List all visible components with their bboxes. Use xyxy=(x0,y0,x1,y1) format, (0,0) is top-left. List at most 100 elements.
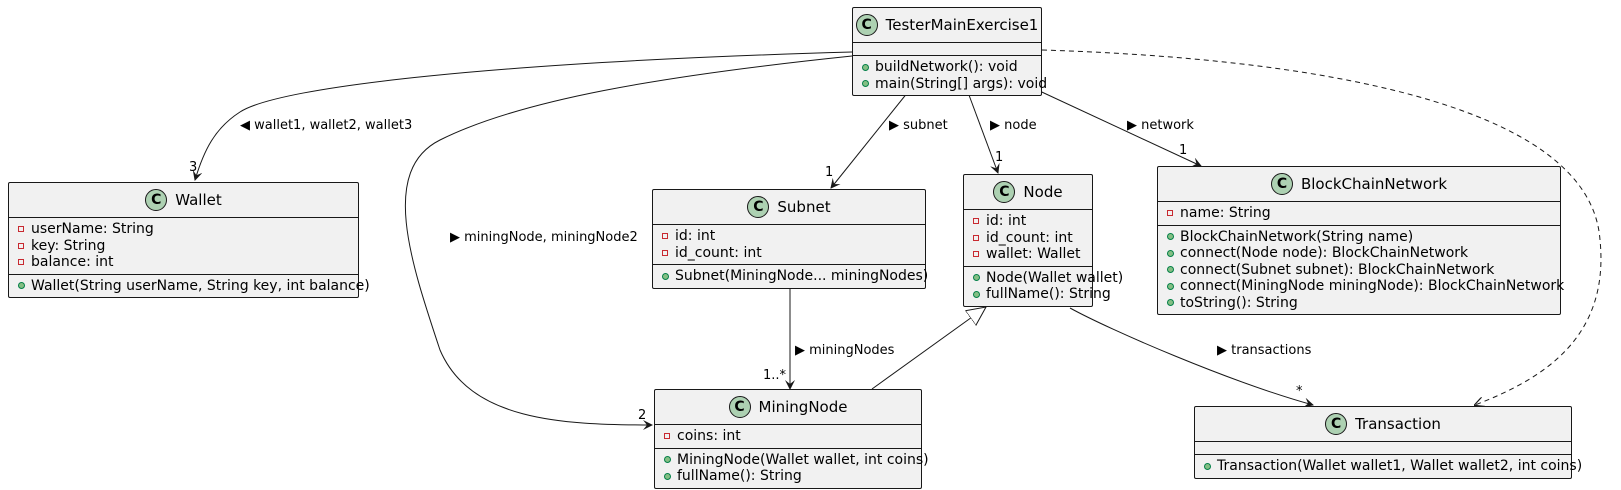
method-row: fullName(): String xyxy=(964,286,1111,303)
class-icon: C xyxy=(747,196,770,218)
public-visibility-icon xyxy=(1164,283,1176,290)
class-wallet[interactable]: C Wallet userName: String key: String bal… xyxy=(8,182,370,298)
private-visibility-icon xyxy=(970,251,982,257)
method-text: connect(Node node): BlockChainNetwork xyxy=(1180,245,1469,261)
attributes-section: id: int id_count: int xyxy=(653,224,925,264)
attributes-section: id: int id_count: int wallet: Wallet xyxy=(964,209,1092,266)
attribute-row: balance: int xyxy=(9,254,358,271)
method-row: toString(): String xyxy=(1158,295,1560,312)
class-icon: C xyxy=(855,14,878,36)
attribute-text: key: String xyxy=(31,237,106,254)
public-visibility-icon xyxy=(659,273,671,280)
private-visibility-icon xyxy=(970,218,982,224)
attributes-section xyxy=(1195,441,1571,454)
methods-section: Transaction(Wallet wallet1, Wallet walle… xyxy=(1195,454,1582,478)
method-row: Transaction(Wallet wallet1, Wallet walle… xyxy=(1195,458,1582,475)
methods-section: Node(Wallet wallet) fullName(): String xyxy=(964,265,1123,306)
class-name: BlockChainNetwork xyxy=(1300,175,1448,193)
private-visibility-icon xyxy=(659,250,671,256)
method-text: Wallet(String userName, String key, int … xyxy=(31,277,370,294)
class-name: Transaction xyxy=(1355,415,1441,433)
edge-tester-node xyxy=(965,86,1000,174)
private-visibility-icon xyxy=(1164,210,1176,216)
method-text: main(String[] args): void xyxy=(875,75,1048,92)
attribute-row: userName: String xyxy=(9,221,358,238)
label-subnet: ▶ subnet xyxy=(889,118,948,133)
edge-node-transaction xyxy=(1069,307,1314,408)
class-name: Subnet xyxy=(777,198,831,216)
public-visibility-icon xyxy=(859,64,871,71)
edge-tester-wallet xyxy=(192,51,853,181)
method-row: buildNetwork(): void xyxy=(853,59,1041,76)
attribute-text: balance: int xyxy=(31,254,114,270)
attributes-section xyxy=(853,42,1041,55)
attributes-section: userName: String key: String balance: in… xyxy=(9,217,358,274)
attribute-text: name: String xyxy=(1180,205,1271,221)
class-icon: C xyxy=(1325,413,1348,435)
method-row: Node(Wallet wallet) xyxy=(964,270,1123,287)
attributes-section: coins: int xyxy=(655,424,921,448)
method-row: connect(Node node): BlockChainNetwork xyxy=(1158,245,1560,262)
method-text: fullName(): String xyxy=(677,468,802,484)
method-text: Node(Wallet wallet) xyxy=(986,269,1124,286)
method-text: connect(Subnet subnet): BlockChainNetwor… xyxy=(1180,261,1495,278)
private-visibility-icon xyxy=(661,433,673,439)
method-row: connect(MiningNode miningNode): BlockCha… xyxy=(1158,278,1564,295)
attribute-row: coins: int xyxy=(655,428,921,445)
attribute-text: coins: int xyxy=(677,428,741,444)
attribute-row: wallet: Wallet xyxy=(964,246,1092,263)
public-visibility-icon xyxy=(1164,233,1176,240)
method-row: Wallet(String userName, String key, int … xyxy=(9,278,370,295)
public-visibility-icon xyxy=(970,274,982,281)
attribute-text: id_count: int xyxy=(675,244,762,261)
method-text: toString(): String xyxy=(1180,294,1298,311)
class-name: Node xyxy=(1023,183,1063,201)
methods-section: Wallet(String userName, String key, int … xyxy=(9,273,370,298)
multiplicity-wallets: 3 xyxy=(189,160,198,175)
class-tester-main-exercise1[interactable]: C TesterMainExercise1 buildNetwork(): voi… xyxy=(852,7,1047,96)
label-network: ▶ network xyxy=(1127,118,1194,133)
multiplicity-subnet: 1 xyxy=(825,165,834,180)
attribute-text: id: int xyxy=(675,228,716,244)
class-node[interactable]: C Node id: int id_count: int wallet: Wall… xyxy=(963,174,1123,307)
attribute-text: id: int xyxy=(986,213,1027,229)
class-icon: C xyxy=(728,396,751,418)
label-wallets: ◀ wallet1, wallet2, wallet3 xyxy=(240,118,413,133)
label-subnet-mining: ▶ miningNodes xyxy=(795,343,895,358)
public-visibility-icon xyxy=(859,80,871,87)
private-visibility-icon xyxy=(15,259,27,265)
method-text: buildNetwork(): void xyxy=(875,59,1018,75)
private-visibility-icon xyxy=(970,235,982,241)
class-icon: C xyxy=(993,181,1016,203)
label-miningnodes: ▶ miningNode, miningNode2 xyxy=(450,230,638,245)
public-visibility-icon xyxy=(661,456,673,463)
private-visibility-icon xyxy=(15,226,27,232)
class-name: TesterMainExercise1 xyxy=(885,16,1039,34)
class-name: Wallet xyxy=(175,191,222,209)
attribute-row: id: int xyxy=(653,228,925,245)
edge-tester-subnet xyxy=(830,86,913,189)
class-icon: C xyxy=(1270,173,1293,195)
public-visibility-icon xyxy=(1201,463,1213,470)
public-visibility-icon xyxy=(15,282,27,289)
attribute-text: id_count: int xyxy=(986,229,1073,246)
attribute-row: id: int xyxy=(964,213,1092,230)
attribute-row: id_count: int xyxy=(653,245,925,262)
method-text: Subnet(MiningNode... miningNodes) xyxy=(675,268,929,284)
method-text: MiningNode(Wallet wallet, int coins) xyxy=(677,451,929,468)
multiplicity-transactions: * xyxy=(1296,384,1303,399)
class-subnet[interactable]: C Subnet id: int id_count: int Subnet(Min… xyxy=(652,189,929,289)
method-row: MiningNode(Wallet wallet, int coins) xyxy=(655,452,929,469)
edge-tester-miningnode xyxy=(404,55,853,430)
class-icon: C xyxy=(145,189,168,211)
multiplicity-network: 1 xyxy=(1179,143,1188,158)
attribute-row: key: String xyxy=(9,238,358,255)
class-transaction[interactable]: C Transaction Transaction(Wallet wallet1,… xyxy=(1194,406,1582,479)
label-node: ▶ node xyxy=(990,118,1037,133)
multiplicity-node: 1 xyxy=(995,150,1004,165)
private-visibility-icon xyxy=(659,233,671,239)
public-visibility-icon xyxy=(1164,299,1176,306)
